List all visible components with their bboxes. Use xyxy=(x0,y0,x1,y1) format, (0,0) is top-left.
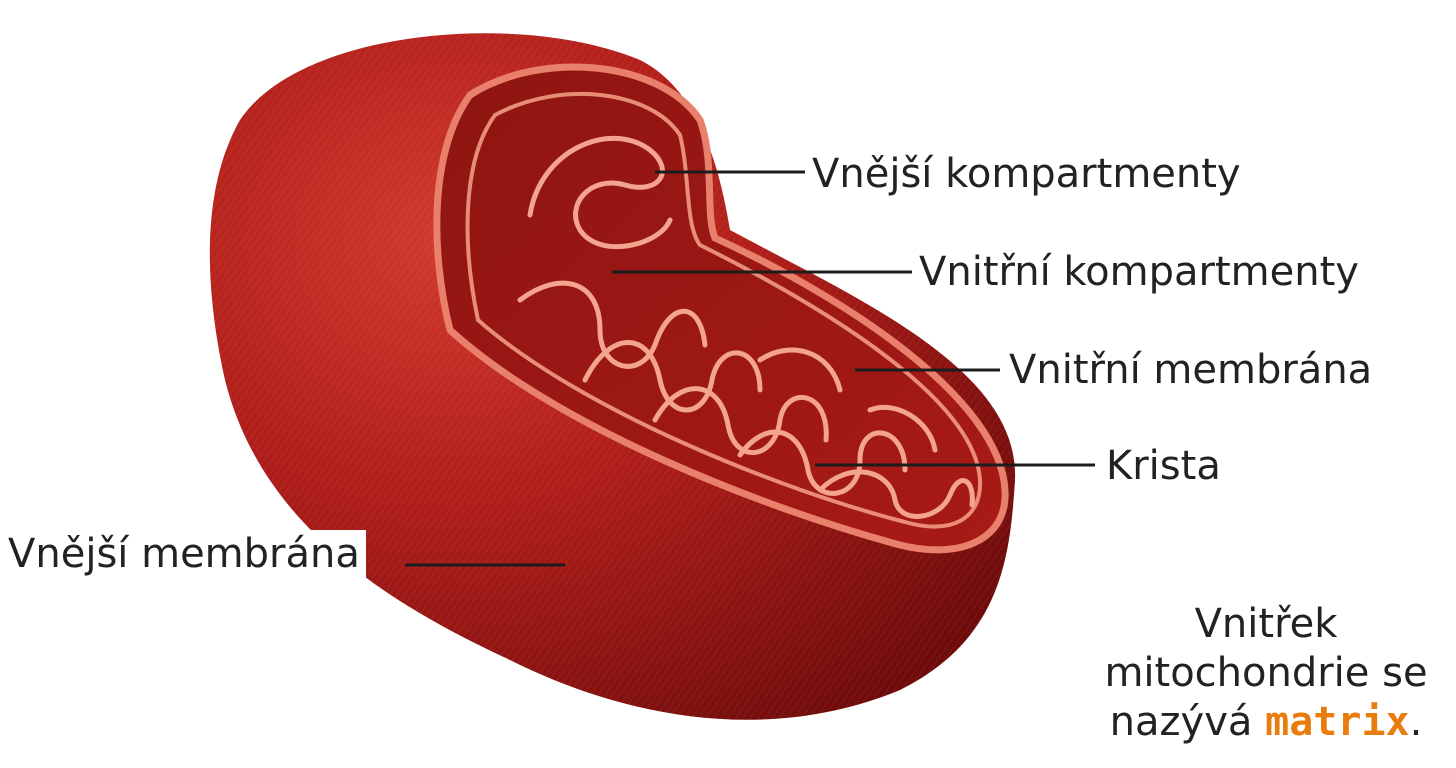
label-inner-compartments: Vnitřní kompartmenty xyxy=(913,248,1365,296)
caption-line-3-prefix: nazývá xyxy=(1110,699,1265,745)
caption-line-3: nazývá matrix. xyxy=(1086,698,1446,747)
caption-line-2: mitochondrie se xyxy=(1086,649,1446,698)
matrix-highlight: matrix xyxy=(1265,699,1410,745)
matrix-caption: Vnitřek mitochondrie se nazývá matrix. xyxy=(1086,600,1446,746)
label-outer-compartments: Vnější kompartmenty xyxy=(806,150,1247,198)
caption-line-1: Vnitřek xyxy=(1086,600,1446,649)
label-outer-membrane: Vnější membrána xyxy=(2,530,366,578)
label-inner-membrane: Vnitřní membrána xyxy=(1003,346,1378,394)
caption-suffix: . xyxy=(1410,699,1423,745)
label-crista: Krista xyxy=(1100,442,1227,490)
